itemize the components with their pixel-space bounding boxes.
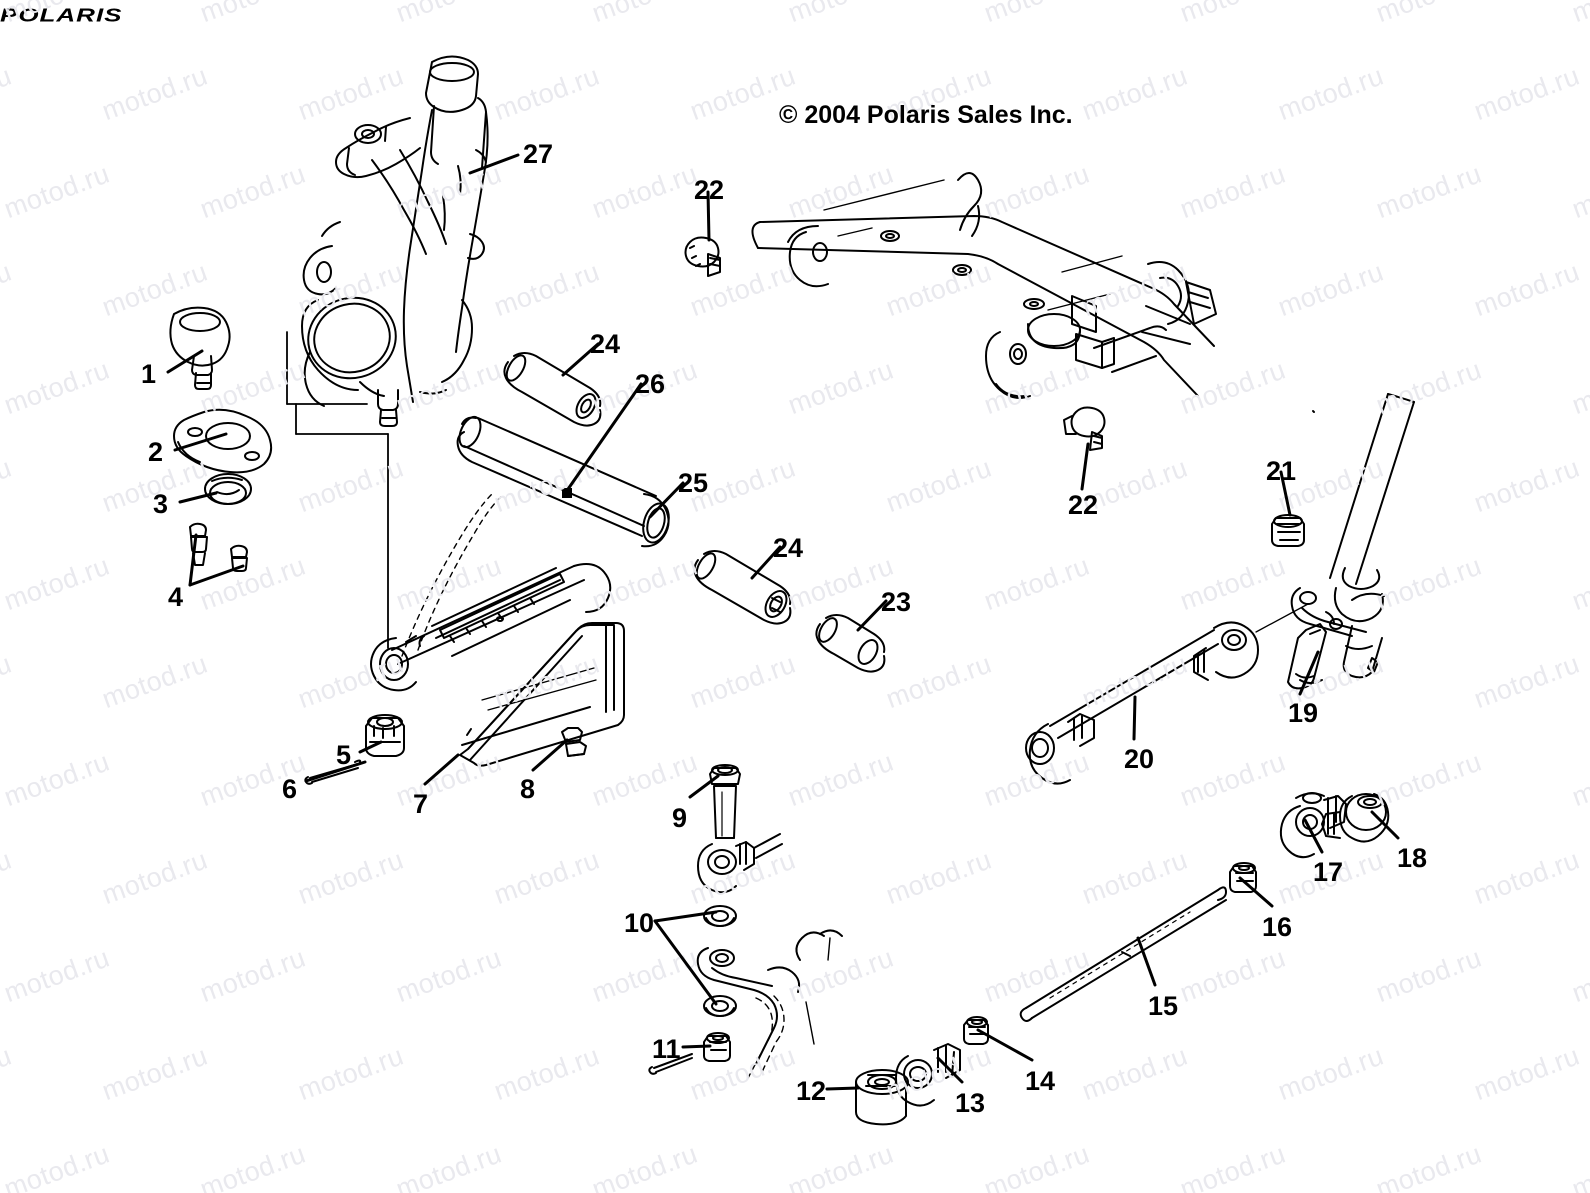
callout-number-stabilizer-link-end[interactable]: 13	[955, 1088, 986, 1118]
callout-leader-pivot-bushing	[750, 545, 782, 580]
callout-number-jam-nut[interactable]: 14	[1025, 1066, 1056, 1096]
callout-number-castle-nut[interactable]: 5	[336, 740, 352, 770]
callout-number-flange-bolt[interactable]: 22	[694, 175, 725, 205]
callout-number-hex-flange-bolt[interactable]: 9	[672, 803, 688, 833]
callout-number-flange-screw[interactable]: 8	[520, 774, 536, 804]
callout-number-tie-rod-end[interactable]: 17	[1313, 857, 1344, 887]
frame-upper-a-arm	[751, 172, 1217, 399]
callout-number-steering-knuckle[interactable]: 27	[523, 139, 554, 169]
callout-leader-jam-nut	[976, 1028, 1034, 1062]
callout-number-cotter-pin[interactable]: 6	[282, 774, 298, 804]
callout-leader-lower-a-arm-left	[564, 382, 643, 494]
part-stabilizer-bushing-12	[855, 1069, 909, 1126]
svg-text:POLARIS: POLARIS	[0, 4, 122, 25]
callout-leader-castle-nut	[358, 740, 383, 754]
part-cotter-pin-6b	[648, 1053, 693, 1075]
stabilizer-link-upper	[697, 833, 783, 894]
callout-leader-jam-nut	[1238, 876, 1274, 908]
part-steering-post-nut-21	[1271, 514, 1305, 547]
callout-number-jam-nut[interactable]: 16	[1262, 912, 1293, 942]
callout-number-tie-rod-assembly[interactable]: 20	[1124, 744, 1155, 774]
callout-leader-ball-joint-retainer-plate	[173, 432, 228, 452]
callout-number-pivot-bushing[interactable]: 24	[590, 329, 621, 359]
callout-number-tie-rod-end-right[interactable]: 18	[1397, 843, 1428, 873]
callout-number-ball-joint[interactable]: 1	[141, 359, 157, 389]
callout-leader-pivot-bushing	[561, 342, 600, 377]
callout-leader-tie-rod-end-right	[1370, 810, 1400, 840]
callout-leader-stabilizer-link-end	[936, 1056, 964, 1084]
copyright-notice: © 2004 Polaris Sales Inc.	[779, 101, 1073, 129]
part-ball-joint-1	[169, 306, 231, 390]
part-flange-bolt-22a	[684, 236, 721, 277]
part-tie-rod-shaft-15	[1019, 886, 1227, 1022]
callout-leader-tie-rod-assembly	[1132, 695, 1137, 741]
part-pivot-bushing-24a	[503, 352, 602, 427]
callout-leader-flange-bolt	[1080, 442, 1090, 491]
callout-leader-washer-b	[653, 919, 718, 1006]
callout-leader-tie-rod-shaft	[1136, 936, 1157, 987]
callout-leader-hex-flange-bolt	[688, 774, 720, 799]
part-flange-bolt-22b	[1063, 406, 1106, 451]
callout-number-steering-arm-bolt[interactable]: 19	[1288, 698, 1319, 728]
steering-post-assembly	[1290, 393, 1415, 679]
part-tie-rod-end-18	[1321, 793, 1390, 843]
callout-leader-pivot-bushing	[856, 599, 888, 632]
part-tie-rod-assembly-20	[1025, 603, 1309, 785]
part-washer-10a	[703, 905, 737, 927]
part-jam-nut-14	[963, 1016, 989, 1045]
callout-leader-snap-ring	[178, 491, 218, 504]
callout-number-ball-joint-retainer-plate[interactable]: 2	[148, 437, 164, 467]
callout-number-washer[interactable]: 10	[624, 908, 655, 938]
stabilizer-bar	[696, 929, 843, 1079]
part-washer-10b	[703, 995, 737, 1017]
callout-leader-steering-arm-bolt	[1298, 650, 1320, 696]
callout-leader-skid-plate	[423, 753, 460, 786]
callout-number-lower-a-arm-left[interactable]: 26	[635, 369, 666, 399]
part-skid-plate-7: POLARIS	[0, 4, 625, 767]
callout-leader-ball-joint	[166, 349, 204, 374]
callout-leader-flange-bolt	[706, 190, 711, 242]
callout-number-skid-plate[interactable]: 7	[413, 789, 429, 819]
callout-leader-stabilizer-bushing	[825, 1086, 860, 1091]
callout-number-flange-bolt[interactable]: 22	[1068, 490, 1099, 520]
callout-leader-flange-screw	[531, 738, 569, 772]
callout-number-snap-ring[interactable]: 3	[153, 489, 169, 519]
callout-leader-tie-rod-end	[1303, 818, 1324, 854]
callout-leader-grease-fitting-b	[188, 564, 245, 587]
callout-number-stabilizer-bushing[interactable]: 12	[796, 1076, 827, 1106]
callout-number-tie-rod-shaft[interactable]: 15	[1148, 991, 1179, 1021]
part-retainer-plate-2	[173, 408, 273, 474]
part-steering-knuckle-27	[301, 55, 489, 427]
callout-leader-washer	[653, 910, 718, 923]
part-lock-nut-11	[703, 1032, 731, 1062]
callout-leader-grease-fitting	[188, 533, 198, 587]
callout-number-grease-fitting[interactable]: 4	[168, 582, 184, 612]
callout-leader-lower-a-arm-right	[648, 481, 685, 519]
construction-lines	[286, 331, 389, 649]
callout-leader-lock-nut	[681, 1044, 712, 1049]
callout-leader-steering-knuckle	[468, 153, 520, 175]
callout-number-pivot-bushing[interactable]: 24	[773, 533, 804, 563]
callout-number-lock-nut[interactable]: 11	[652, 1034, 681, 1064]
part-lower-a-arm-26-25	[370, 415, 670, 692]
callout-number-steering-post-nut[interactable]: 21	[1266, 456, 1297, 486]
callout-leader-steering-post-nut	[1279, 470, 1292, 517]
callout-number-lower-a-arm-right[interactable]: 25	[678, 468, 709, 498]
part-pivot-bushing-24b	[693, 550, 792, 625]
callout-number-pivot-bushing[interactable]: 23	[881, 587, 912, 617]
callout-leader-cotter-pin	[304, 760, 367, 783]
part-hex-flange-bolt-9	[709, 764, 741, 839]
